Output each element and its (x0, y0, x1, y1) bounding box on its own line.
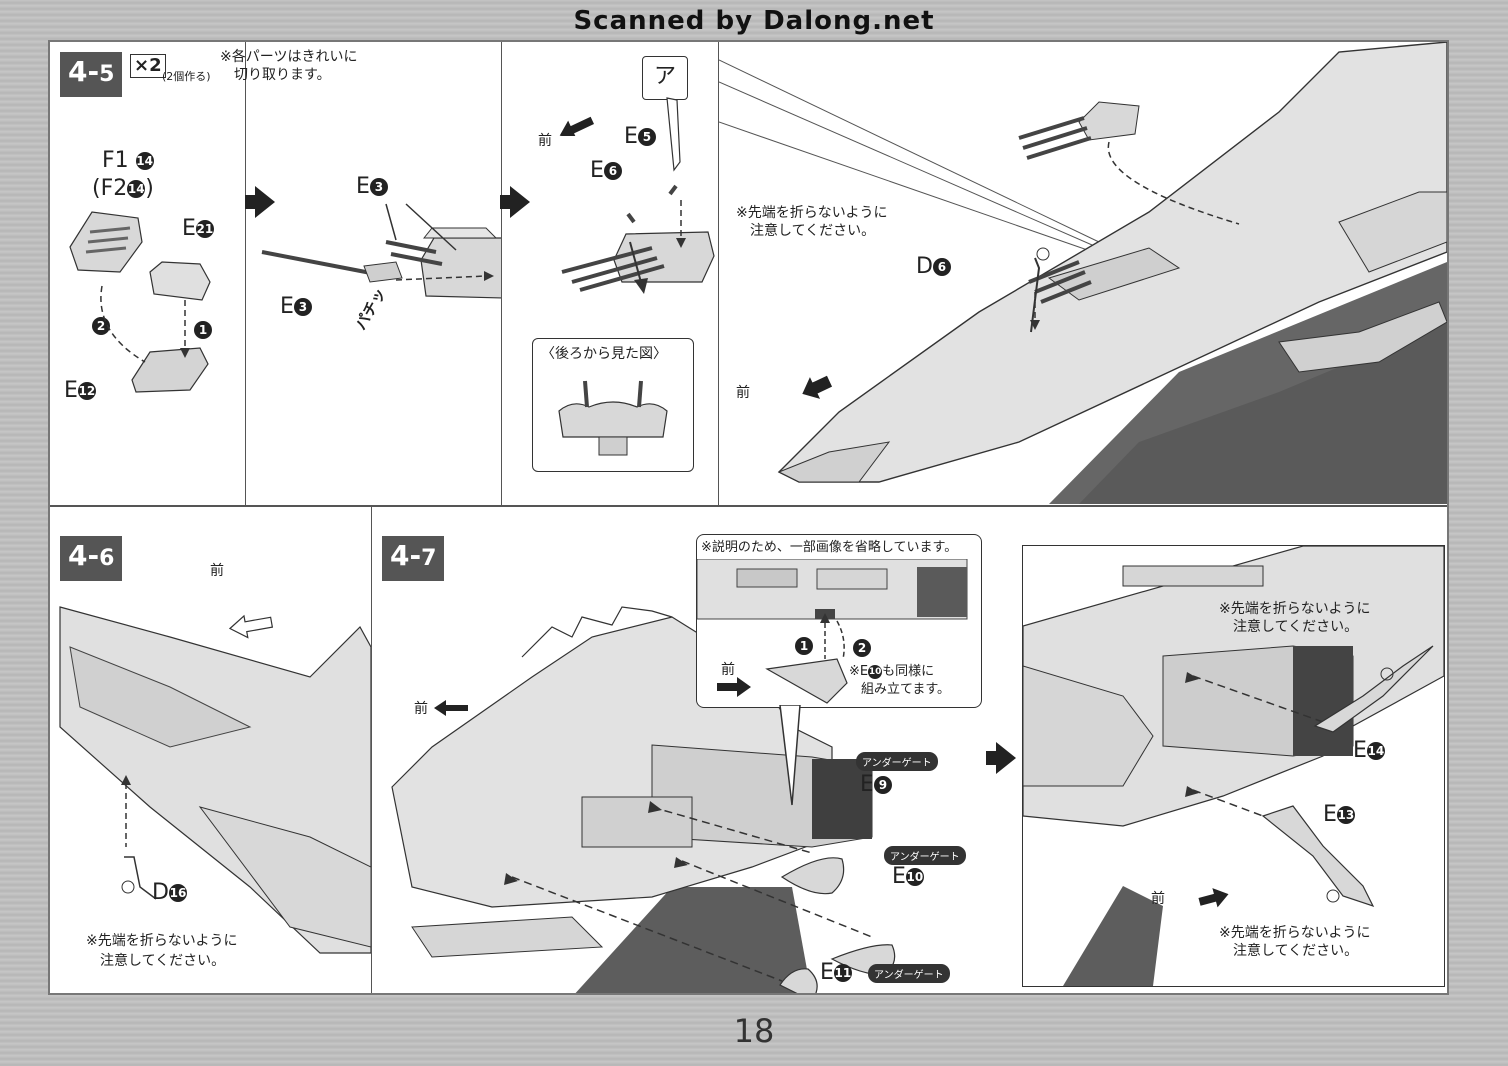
inset-note: ※説明のため、一部画像を省略しています。 (701, 540, 958, 555)
part-label-d16: D16 (152, 880, 187, 905)
order-mark-2: 2 (92, 317, 110, 335)
step-badge-4-5: 4-5 (60, 52, 123, 97)
inset-same-note: ※E10も同様に (849, 664, 935, 679)
undergate-tag-e10: アンダーゲート (884, 846, 966, 865)
part-number-d6: 6 (932, 258, 951, 276)
part-label-e10: E10 (892, 864, 924, 889)
part-label-e14: E14 (1353, 738, 1385, 763)
col-divider-bottom-1 (371, 507, 372, 993)
part-number-d16: 16 (168, 884, 187, 902)
parts-illustration-step1 (69, 211, 211, 393)
caution-4-6-line2: 注意してください。 (100, 953, 226, 969)
step-arrow-1 (245, 186, 275, 218)
front-direction-label-4-6: 前 (210, 563, 224, 579)
inset-order-mark-1: 1 (795, 637, 813, 655)
scanner-watermark: Scanned by Dalong.net (573, 6, 935, 36)
part-label-e11: E11 (820, 960, 852, 985)
part-number-e14: 14 (1366, 742, 1385, 760)
front-direction-label-inset: 前 (721, 662, 735, 678)
part-number-e13: 13 (1336, 806, 1355, 824)
col-divider-3 (718, 42, 719, 505)
part-number-e21: 21 (195, 220, 214, 238)
front-arrow-4-7 (434, 700, 468, 716)
col-divider-2 (501, 42, 502, 505)
multiplier-badge: ×2 (130, 54, 166, 78)
rear-view-box: 〈後ろから見た図〉 (532, 338, 694, 472)
rear-view-illustration (558, 380, 668, 456)
inset-same-note-line2: 組み立てます。 (861, 682, 951, 697)
undergate-tag-e9: アンダーゲート (856, 752, 938, 771)
part-number-e6: 6 (603, 162, 622, 180)
order-mark-1: 1 (194, 321, 212, 339)
part-number-e10: 10 (905, 868, 924, 886)
part-label-f2: (F214) (92, 176, 154, 201)
engines-closeup-panel: ※先端を折らないように 注意してください。 E14 E13 前 ※先端を折らない… (1022, 545, 1445, 987)
page-number: 18 (733, 1012, 775, 1050)
rear-view-title: 〈後ろから見た図〉 (541, 346, 667, 362)
gun-turret-illustration (261, 203, 501, 299)
part-number-f1: 14 (135, 152, 154, 170)
multiplier-note: (2個作る) (162, 70, 211, 83)
step-badge-4-7: 4-7 (382, 536, 445, 581)
step-arrow-3 (986, 742, 1016, 774)
part-number-f2: 14 (127, 180, 146, 198)
caution-4-5-line2: 注意してください。 (750, 223, 876, 239)
caution-right-bottom-line1: ※先端を折らないように (1219, 925, 1371, 941)
part-label-f1: F1 14 (102, 148, 154, 173)
caution-4-5-line1: ※先端を折らないように (736, 205, 888, 221)
part-number-e3-bottom: 3 (293, 298, 312, 316)
part-number-e12: 12 (77, 382, 96, 400)
cut-note-line1: ※各パーツはきれいに (220, 49, 358, 65)
instruction-sheet: 4-5 ×2 (2個作る) ※各パーツはきれいに 切り取ります。 F1 14 (… (48, 40, 1449, 995)
front-direction-label-c4: 前 (736, 385, 750, 401)
part-number-e3-top: 3 (369, 178, 388, 196)
part-number-e11: 11 (833, 964, 852, 982)
step-badge-4-6: 4-6 (60, 536, 123, 581)
caution-right-top-line1: ※先端を折らないように (1219, 601, 1371, 617)
ship-side-illustration-4-6 (59, 606, 371, 954)
step-arrow-2 (500, 186, 530, 218)
inset-order-mark-2: 2 (853, 639, 871, 657)
part-label-e21: E21 (182, 216, 214, 241)
front-direction-label-c3: 前 (538, 133, 552, 149)
part-number-e5: 5 (637, 128, 656, 146)
row-divider (50, 505, 1447, 507)
turret-assembly-illustration (561, 97, 715, 294)
engines-closeup-illustration (1023, 546, 1444, 986)
undergate-tag-e11: アンダーゲート (868, 964, 950, 983)
front-direction-label-4-7: 前 (414, 701, 428, 717)
caution-right-bottom-line2: 注意してください。 (1233, 943, 1359, 959)
part-label-e13: E13 (1323, 802, 1355, 827)
caution-4-6-line1: ※先端を折らないように (86, 933, 238, 949)
cut-note-line2: 切り取ります。 (234, 67, 331, 83)
front-direction-label-right: 前 (1151, 891, 1165, 907)
col-divider-1 (245, 42, 246, 505)
inset-illustration (697, 559, 968, 704)
callout-symbol-box: ア (642, 56, 688, 100)
part-label-e12: E12 (64, 378, 96, 403)
inset-same-note-number: 10 (868, 664, 883, 679)
ship-bow-illustration (719, 42, 1447, 504)
caution-right-top-line2: 注意してください。 (1233, 619, 1359, 635)
inset-detail-box: ※説明のため、一部画像を省略しています。 1 2 前 ※E10も同様に 組み立て… (696, 534, 982, 708)
inset-pointer (779, 705, 801, 806)
front-arrow-c3 (559, 116, 595, 136)
part-number-e9: 9 (873, 776, 892, 794)
